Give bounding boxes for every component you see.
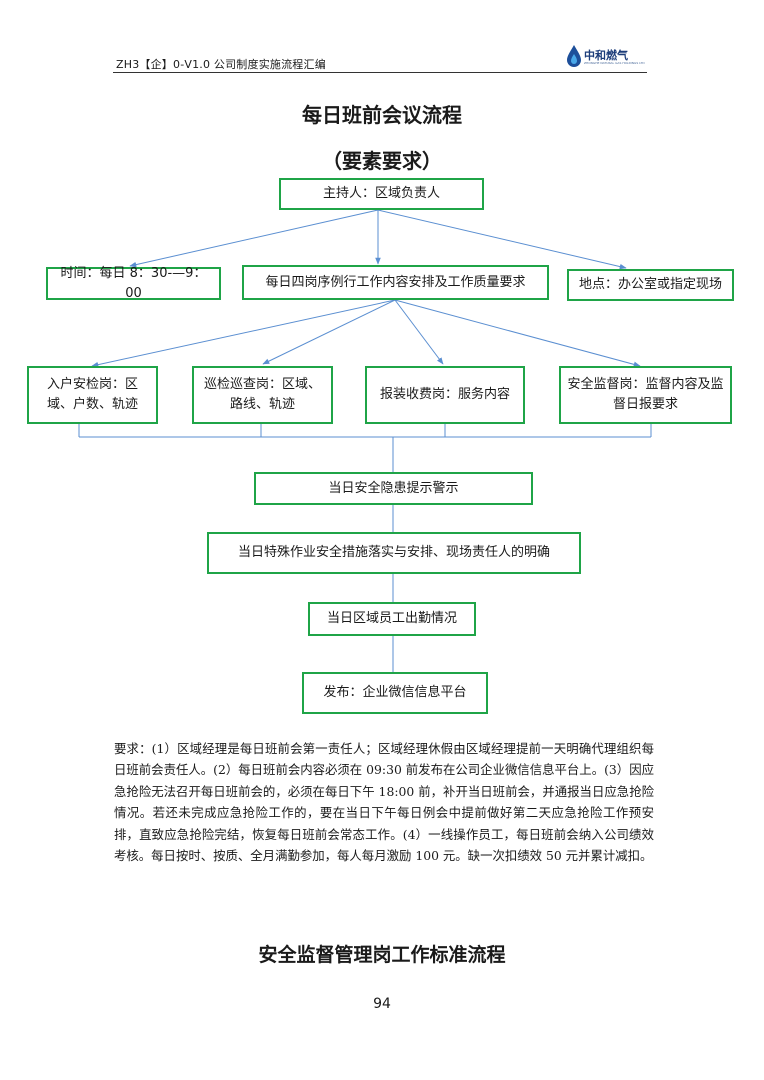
arrow-host-location [377,209,627,270]
location-box: 地点：办公室或指定现场 [567,269,734,301]
page-number: 94 [373,996,391,1012]
arrow-content-post3 [394,299,444,365]
requirements-paragraph: 要求：(1）区域经理是每日班前会第一责任人；区域经理休假由区域经理提前一天明确代… [114,741,654,864]
content-box: 每日四岗序例行工作内容安排及工作质量要求 [242,265,549,300]
post-box-patrol: 巡检巡查岗：区域、路线、轨迹 [192,366,333,424]
header-divider [113,72,647,73]
post-box-installation-billing: 报装收费岗：服务内容 [365,366,525,424]
arrow-content-post2 [262,299,396,365]
document-header: ZH3【企】0-V1.0 公司制度实施流程汇编 [116,58,326,71]
step-special-operation: 当日特殊作业安全措施落实与安排、现场责任人的明确 [207,532,581,574]
flame-drop-icon [567,45,581,67]
step-hazard-warning: 当日安全隐患提示警示 [254,472,533,505]
page-title: 每日班前会议流程 [302,103,462,127]
arrow-content-post4 [394,299,641,368]
section-title: 安全监督管理岗工作标准流程 [258,944,506,966]
arrow-host-time [129,209,379,268]
company-logo: 中和燃气 ZHONGHE NATURAL GAS HOLDINGS LTD [566,44,646,70]
post-box-home-inspection: 入户安检岗：区域、户数、轨迹 [27,366,158,424]
logo-subtext: ZHONGHE NATURAL GAS HOLDINGS LTD [584,61,645,65]
logo-text: 中和燃气 [584,49,628,62]
step-attendance: 当日区域员工出勤情况 [308,602,476,636]
host-box: 主持人：区域负责人 [279,178,484,210]
arrow-content-post1 [91,299,396,368]
post-box-safety-supervision: 安全监督岗：监督内容及监督日报要求 [559,366,732,424]
page-subtitle: （要素要求） [322,149,442,173]
step-publish: 发布：企业微信信息平台 [302,672,488,714]
time-box: 时间：每日 8：30-—9：00 [46,266,221,301]
